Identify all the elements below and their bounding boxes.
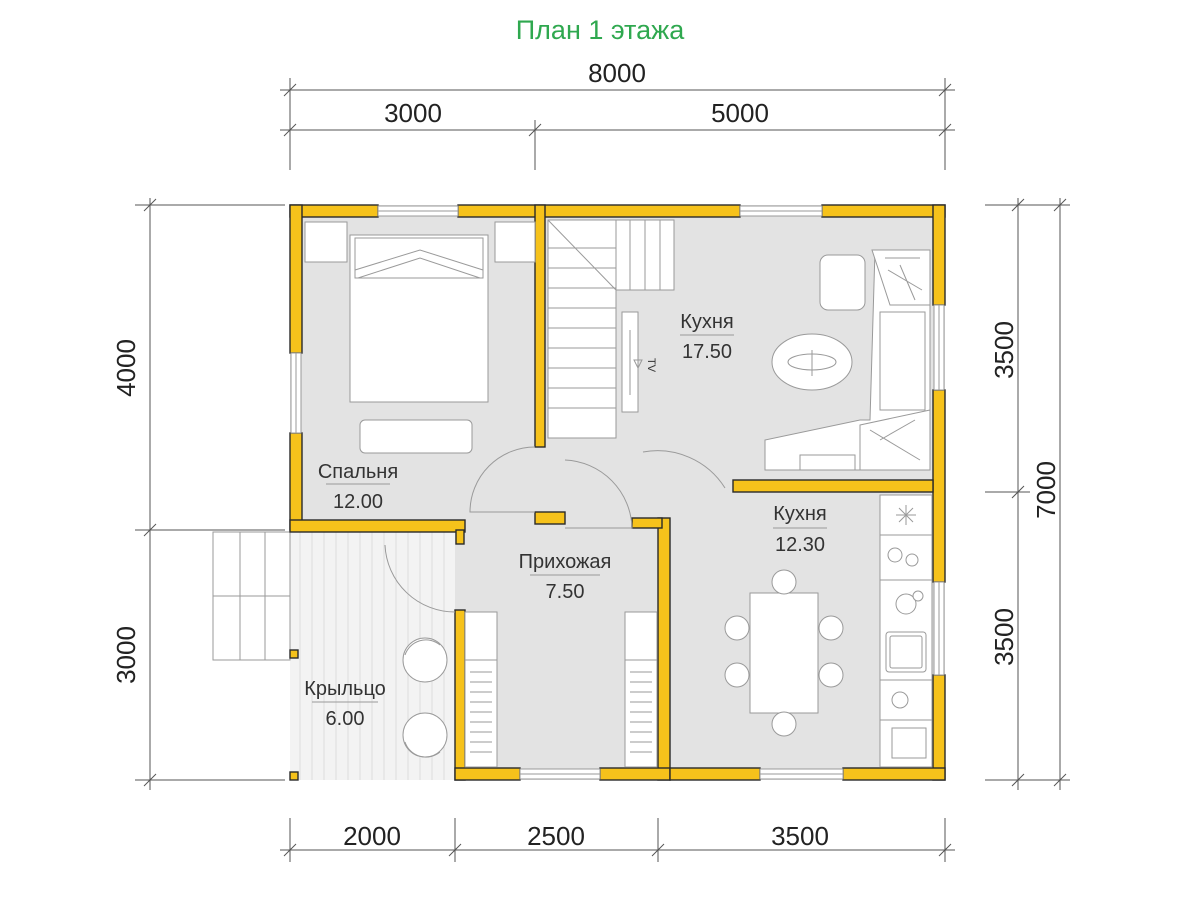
room-name-bedroom: Спальня [318, 461, 398, 483]
dimension-lines [135, 78, 1070, 862]
windows [290, 205, 945, 780]
room-name-living: Кухня [680, 311, 734, 333]
room-name-kitchen: Кухня [773, 503, 827, 525]
dim-left-lower: 3000 [111, 626, 141, 684]
living-armchair [819, 254, 866, 311]
dim-bottom-2: 2500 [527, 821, 585, 851]
room-name-porch: Крыльцо [304, 678, 386, 700]
tv-unit: TV [621, 311, 657, 413]
porch-chair-1 [402, 637, 448, 683]
dim-bottom-3: 3500 [771, 821, 829, 851]
plan-title: План 1 этажа [516, 15, 685, 45]
staircase [547, 219, 675, 439]
room-area-bedroom: 12.00 [333, 491, 383, 513]
dim-bottom-1: 2000 [343, 821, 401, 851]
room-name-hall: Прихожая [519, 551, 612, 573]
bedroom-dresser [359, 419, 473, 454]
dim-top-left: 3000 [384, 98, 442, 128]
bed [304, 221, 536, 403]
dim-right-total: 7000 [1031, 461, 1061, 519]
doors [384, 446, 726, 613]
dim-left-upper: 4000 [111, 339, 141, 397]
porch-chair-2 [402, 712, 448, 758]
kitchen-counter [879, 494, 933, 768]
room-area-porch: 6.00 [326, 708, 365, 730]
living-table [771, 333, 853, 391]
room-area-hall: 7.50 [546, 581, 585, 603]
dining-set [724, 569, 844, 737]
dim-right-upper: 3500 [989, 321, 1019, 379]
walls [289, 204, 946, 781]
room-area-kitchen: 12.30 [775, 534, 825, 556]
room-area-living: 17.50 [682, 341, 732, 363]
dim-top-right: 5000 [711, 98, 769, 128]
hall-wardrobe-right [624, 611, 658, 768]
hall-wardrobe-left [464, 611, 498, 768]
dim-top-total: 8000 [588, 58, 646, 88]
porch-steps [212, 531, 291, 661]
corner-sofa [764, 249, 931, 471]
tv-label: TV [645, 358, 657, 373]
dim-right-lower: 3500 [989, 608, 1019, 666]
